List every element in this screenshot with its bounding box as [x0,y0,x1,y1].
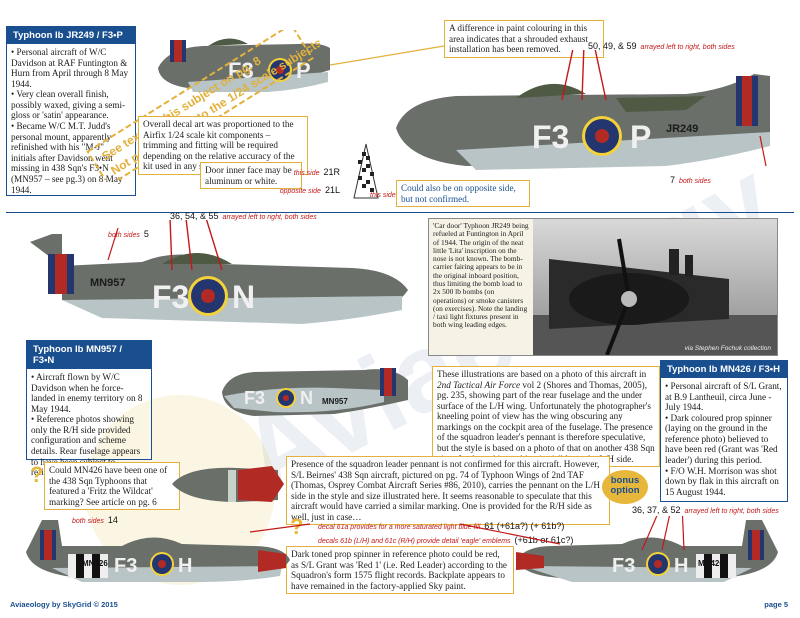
mn957-small-serial: MN957 [322,397,348,406]
jr249-ref-7: 7 both sides [670,175,711,185]
photo-caption: 'Car door' Typhoon JR249 being refueled … [429,219,533,355]
mn426-panel: Typhoon Ib MN426 / F3•H • Personal aircr… [660,360,788,502]
mn426-ref-14: both sides 14 [72,515,118,525]
car-door-checker [353,143,379,199]
mn957-panel: Typhoon Ib MN957 / F3•N • Aircraft flown… [26,340,152,477]
mn426-left-code-left: F3 [114,555,137,577]
jr249-bullet: • Became W/C M.T. Judd's personal mount,… [11,121,123,195]
mn426-spinner-detail [172,466,284,502]
mn957-small-code-right: N [300,388,313,408]
question-mark-icon-2: ? [290,514,304,539]
jr249-code-right: P [630,119,651,155]
question-mark-icon: ? [30,462,44,487]
mn426-top-label: 36, 37, & 52 arrayed left to right, both… [632,505,779,515]
mn957-large-profile: MN957 F3 N [30,220,408,324]
mn957-small-profile: F3 N MN957 [222,368,408,416]
photo-credit: via Stephen Fochuk collection [684,345,771,352]
mn957-top-label: 36, 54, & 55 arrayed left to right, both… [170,211,317,221]
paint-note-leader [330,45,445,66]
mn957-small-code-left: F3 [244,388,265,408]
jr249-top-label: 50, 49, & 59 arrayed left to right, both… [588,41,735,51]
paint-difference-note: A difference in paint colouring in this … [444,20,604,58]
mn426-title: Typhoon Ib MN426 / F3•H [661,361,787,378]
mn426-right-profile: F3 H MN426 [516,516,778,582]
reference-text: These illustrations are based on a photo… [432,366,660,468]
decal-61-note: decal 61a provides for a more saturated … [318,521,565,531]
divider [6,212,794,213]
mn426-right-code-right: H [674,555,688,577]
mn426-left-serial: MN426 [82,559,108,568]
mn426-bullet: • F/O W.H. Morrison was shot down by fla… [665,465,779,497]
reference-photo: 'Car door' Typhoon JR249 being refueled … [428,218,778,356]
jr249-small-code-right: P [296,58,311,83]
mn426-left-code-right: H [178,555,192,577]
mn957-bullet: • Aircraft flown by W/C Davidson when he… [31,372,143,414]
mn957-ref-5: both sides 5 [108,229,149,239]
fritz-question-note: Could MN426 have been one of the 438 Sqn… [44,462,180,511]
jr249-large-profile: F3 P JR249 [396,50,770,170]
opposite-side-note: Could also be on opposite side, but not … [396,180,530,208]
page-number: page 5 [764,600,788,609]
jr249-serial: JR249 [666,123,698,135]
mn426-left-profile: MN426 F3 H [26,520,290,582]
jr249-title: Typhoon Ib JR249 / F3•P [7,27,135,44]
mn957-title: Typhoon Ib MN957 / F3•N [27,341,151,369]
door-decal-refs: this side 21R opposite side 21L [279,167,340,195]
spinner-note: Dark toned prop spinner in reference pho… [286,546,514,595]
decal-61b-note: decals 61b (L/H) and 61c (R/H) provide d… [318,535,574,545]
mn957-code-right: N [232,279,255,315]
jr249-bullet: • Very clean overall finish, possibly wa… [11,89,126,121]
mn957-code-left: F3 [152,279,189,315]
mn426-bullet: • Personal aircraft of S/L Grant, at B.9… [665,381,782,413]
mn957-serial: MN957 [90,277,125,289]
mn426-right-code-left: F3 [612,555,635,577]
bonus-option-badge: bonus option [602,470,648,504]
footer-credit: Aviaeology by SkyGrid © 2015 [10,600,118,609]
mn426-bullet: • Dark coloured prop spinner (laying on … [665,412,778,466]
jr249-panel: Typhoon Ib JR249 / F3•P • Personal aircr… [6,26,136,196]
door-face-note: Door inner face may be aluminum or white… [200,162,302,190]
pennant-note: Presence of the squadron leader pennant … [286,456,610,526]
decal-leader-lines [250,523,561,545]
jr249-bullet: • Personal aircraft of W/C Davidson at R… [11,47,129,89]
mn426-right-serial: MN426 [698,559,724,568]
jr249-code-left: F3 [532,119,569,155]
jr249-small-profile: F3 P [158,38,330,92]
jr249-small-code-left: F3 [228,58,254,83]
